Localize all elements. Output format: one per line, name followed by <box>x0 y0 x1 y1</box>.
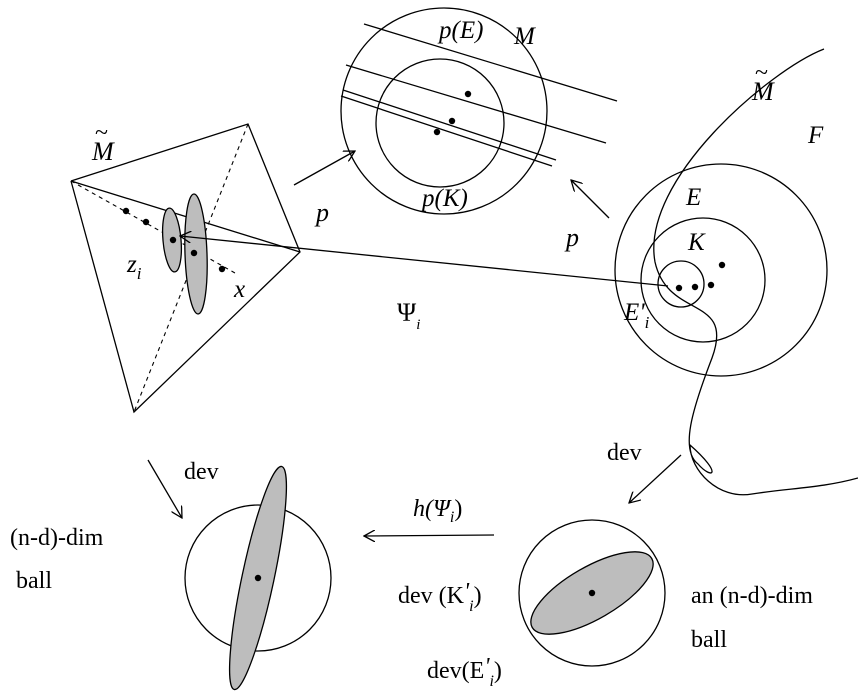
label-dev-k-prime-i: dev (K'i) <box>398 579 482 615</box>
psi-map-arrow <box>180 236 669 287</box>
label-p-right: p <box>564 223 579 252</box>
tilde-mark-right: ~ <box>755 60 768 86</box>
p-arrow-left <box>293 151 355 186</box>
label-nd-ball-left-line1: (n-d)-dim <box>10 525 104 551</box>
label-p-left: p <box>314 198 329 227</box>
fiber-ellipses-left <box>161 193 208 315</box>
h-psi-arrow <box>364 535 495 536</box>
dev-arrow-right <box>629 454 682 503</box>
nested-balls-right <box>614 163 828 377</box>
label-k: K <box>687 229 706 256</box>
label-p-e: p(E) <box>437 17 483 44</box>
label-e-prime-i: E'i <box>623 299 650 332</box>
label-dev-right: dev <box>607 440 642 466</box>
label-e: E <box>685 184 701 211</box>
base-manifold-m <box>340 7 618 215</box>
ball-bottom-left <box>184 465 332 691</box>
right-points <box>675 261 726 292</box>
dev-arrow-left <box>147 459 182 518</box>
tilde-mark-left: ~ <box>95 120 108 146</box>
label-p-k: p(K) <box>420 185 468 212</box>
label-psi-i: Ψi <box>397 298 420 333</box>
label-x: x <box>233 276 245 303</box>
label-m-tilde-left: M <box>91 137 115 166</box>
base-points <box>433 90 472 136</box>
label-nd-ball-right-line2: ball <box>691 627 727 653</box>
fiber-points-left <box>122 207 226 273</box>
ball-bottom-right <box>518 519 666 667</box>
label-f: F <box>807 122 824 149</box>
p-arrow-right <box>571 180 610 219</box>
label-h-psi-i: h(Ψi) <box>413 496 462 526</box>
label-dev-left: dev <box>184 459 219 485</box>
label-dev-e-prime-i: dev(E'i) <box>427 654 502 690</box>
curve-m-tilde <box>653 48 858 496</box>
label-m: M <box>513 23 536 50</box>
label-z-i: zi <box>126 251 142 283</box>
label-nd-ball-left-line2: ball <box>16 568 52 594</box>
label-nd-ball-right-line1: an (n-d)-dim <box>691 583 813 609</box>
label-m-tilde-right: M <box>751 77 775 106</box>
